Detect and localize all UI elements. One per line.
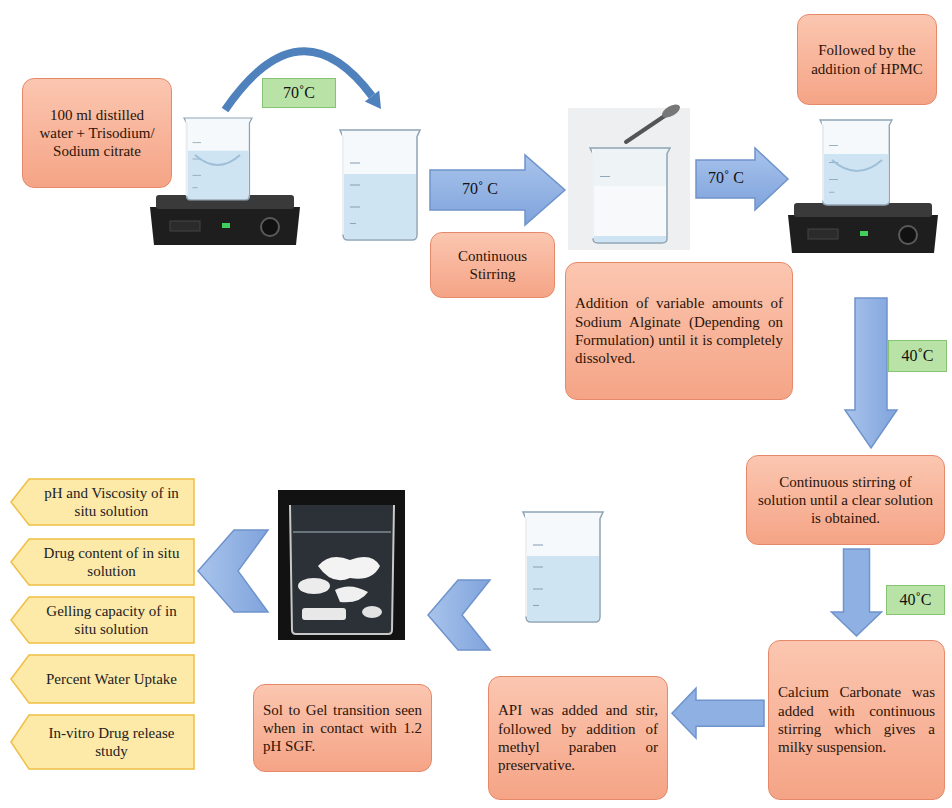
- gel-photo: [290, 505, 394, 634]
- temperature-box: 40˚C: [886, 585, 945, 615]
- process-arrow: [696, 148, 788, 210]
- node-text: 40˚C: [893, 346, 942, 365]
- gel-photo: [302, 608, 346, 620]
- temperature-label: 70˚ C: [440, 179, 520, 198]
- node-text: Continuous stirring of solution until a …: [756, 473, 935, 528]
- node-text: In-vitro Drug release study: [34, 724, 189, 760]
- gel-photo: [298, 578, 330, 594]
- process-arrow: [672, 688, 764, 738]
- process-box: Followed by the addition of HPMC: [797, 14, 937, 105]
- temperature-box: 70˚C: [262, 78, 336, 108]
- node-text: 70˚C: [267, 83, 331, 102]
- process-arrow: [845, 298, 897, 448]
- node-text: Followed by the addition of HPMC: [807, 41, 927, 78]
- process-arrow: [845, 298, 897, 448]
- evaluation-tag: pH and Viscosity of in situ solution: [10, 478, 195, 526]
- node-text: Calcium Carbonate was added with continu…: [778, 683, 935, 756]
- tag-outline: [11, 655, 194, 703]
- node-text: Drug content of in situ solution: [34, 544, 189, 580]
- node-text: pH and Viscosity of in situ solution: [34, 484, 189, 520]
- tag-outline: [11, 597, 194, 643]
- gel-photo: [318, 557, 380, 580]
- process-box: Sol to Gel transition seen when in conta…: [253, 684, 432, 772]
- process-box: Calcium Carbonate was added with continu…: [768, 640, 945, 800]
- beaker-picture: [523, 512, 603, 622]
- stirrer-beaker-picture: [788, 120, 938, 253]
- stirrer-beaker-picture: [820, 120, 892, 205]
- gel-photo: [293, 531, 391, 533]
- stirrer-beaker-picture: [184, 118, 252, 200]
- stirrer-beaker-picture: [150, 118, 300, 245]
- node-text: 100 ml distilled water + Trisodium/ Sodi…: [32, 106, 162, 161]
- node-text: Gelling capacity of in situ solution: [34, 602, 189, 638]
- alginate-beaker-picture: [626, 115, 666, 142]
- node-text: Percent Water Uptake: [34, 670, 189, 688]
- process-arrow: [696, 148, 788, 210]
- node-text: API was added and stir, followed by addi…: [498, 701, 658, 774]
- temperature-box: 40˚C: [888, 340, 947, 372]
- process-box: 100 ml distilled water + Trisodium/ Sodi…: [22, 78, 172, 188]
- gel-photo: [335, 586, 368, 602]
- tag-outline: [11, 539, 194, 585]
- gel-photo: [278, 490, 405, 640]
- beaker-picture: [523, 512, 603, 622]
- alginate-beaker-picture: [590, 148, 670, 243]
- alginate-beaker-picture: [568, 108, 690, 250]
- process-box: API was added and stir, followed by addi…: [488, 676, 668, 800]
- alginate-beaker-picture: [594, 186, 666, 236]
- curved-arrow: [225, 51, 381, 110]
- gel-photo: [362, 606, 382, 618]
- stirrer-beaker-picture: [788, 203, 938, 253]
- stirrer-beaker-picture: [195, 155, 240, 165]
- chevron-arrow: [198, 530, 268, 612]
- stirrer-beaker-picture: [832, 160, 882, 171]
- tag-outline: [11, 479, 194, 525]
- chevron-arrow: [198, 530, 268, 612]
- node-text: Addition of variable amounts of Sodium A…: [575, 294, 783, 367]
- process-box: Continuous Stirring: [430, 232, 555, 298]
- tag-outline: [10, 714, 195, 770]
- temperature-label: 70˚ C: [700, 168, 752, 187]
- process-box: Continuous stirring of solution until a …: [746, 455, 945, 545]
- stirrer-beaker-picture: [150, 195, 300, 245]
- process-box: Addition of variable amounts of Sodium A…: [565, 262, 793, 400]
- beaker-picture: [340, 130, 420, 240]
- curved-arrow: [225, 51, 372, 110]
- curved-arrow: [365, 91, 381, 109]
- alginate-beaker-picture: [568, 102, 690, 250]
- chevron-arrow: [428, 580, 490, 650]
- evaluation-tag: Gelling capacity of in situ solution: [10, 596, 195, 644]
- process-arrow: [430, 155, 565, 225]
- alginate-beaker-picture: [660, 102, 682, 121]
- evaluation-tag: Drug content of in situ solution: [10, 538, 195, 586]
- process-arrow: [430, 155, 565, 225]
- beaker-picture: [340, 130, 420, 240]
- tag-outline: [11, 715, 194, 769]
- evaluation-tag: In-vitro Drug release study: [10, 714, 195, 770]
- gel-photo: [278, 490, 405, 640]
- chevron-arrow: [428, 580, 490, 650]
- evaluation-tag: Percent Water Uptake: [10, 654, 195, 704]
- node-text: Sol to Gel transition seen when in conta…: [263, 701, 422, 756]
- node-text: 40˚C: [891, 590, 940, 609]
- node-text: Continuous Stirring: [440, 247, 545, 284]
- process-arrow: [832, 549, 882, 636]
